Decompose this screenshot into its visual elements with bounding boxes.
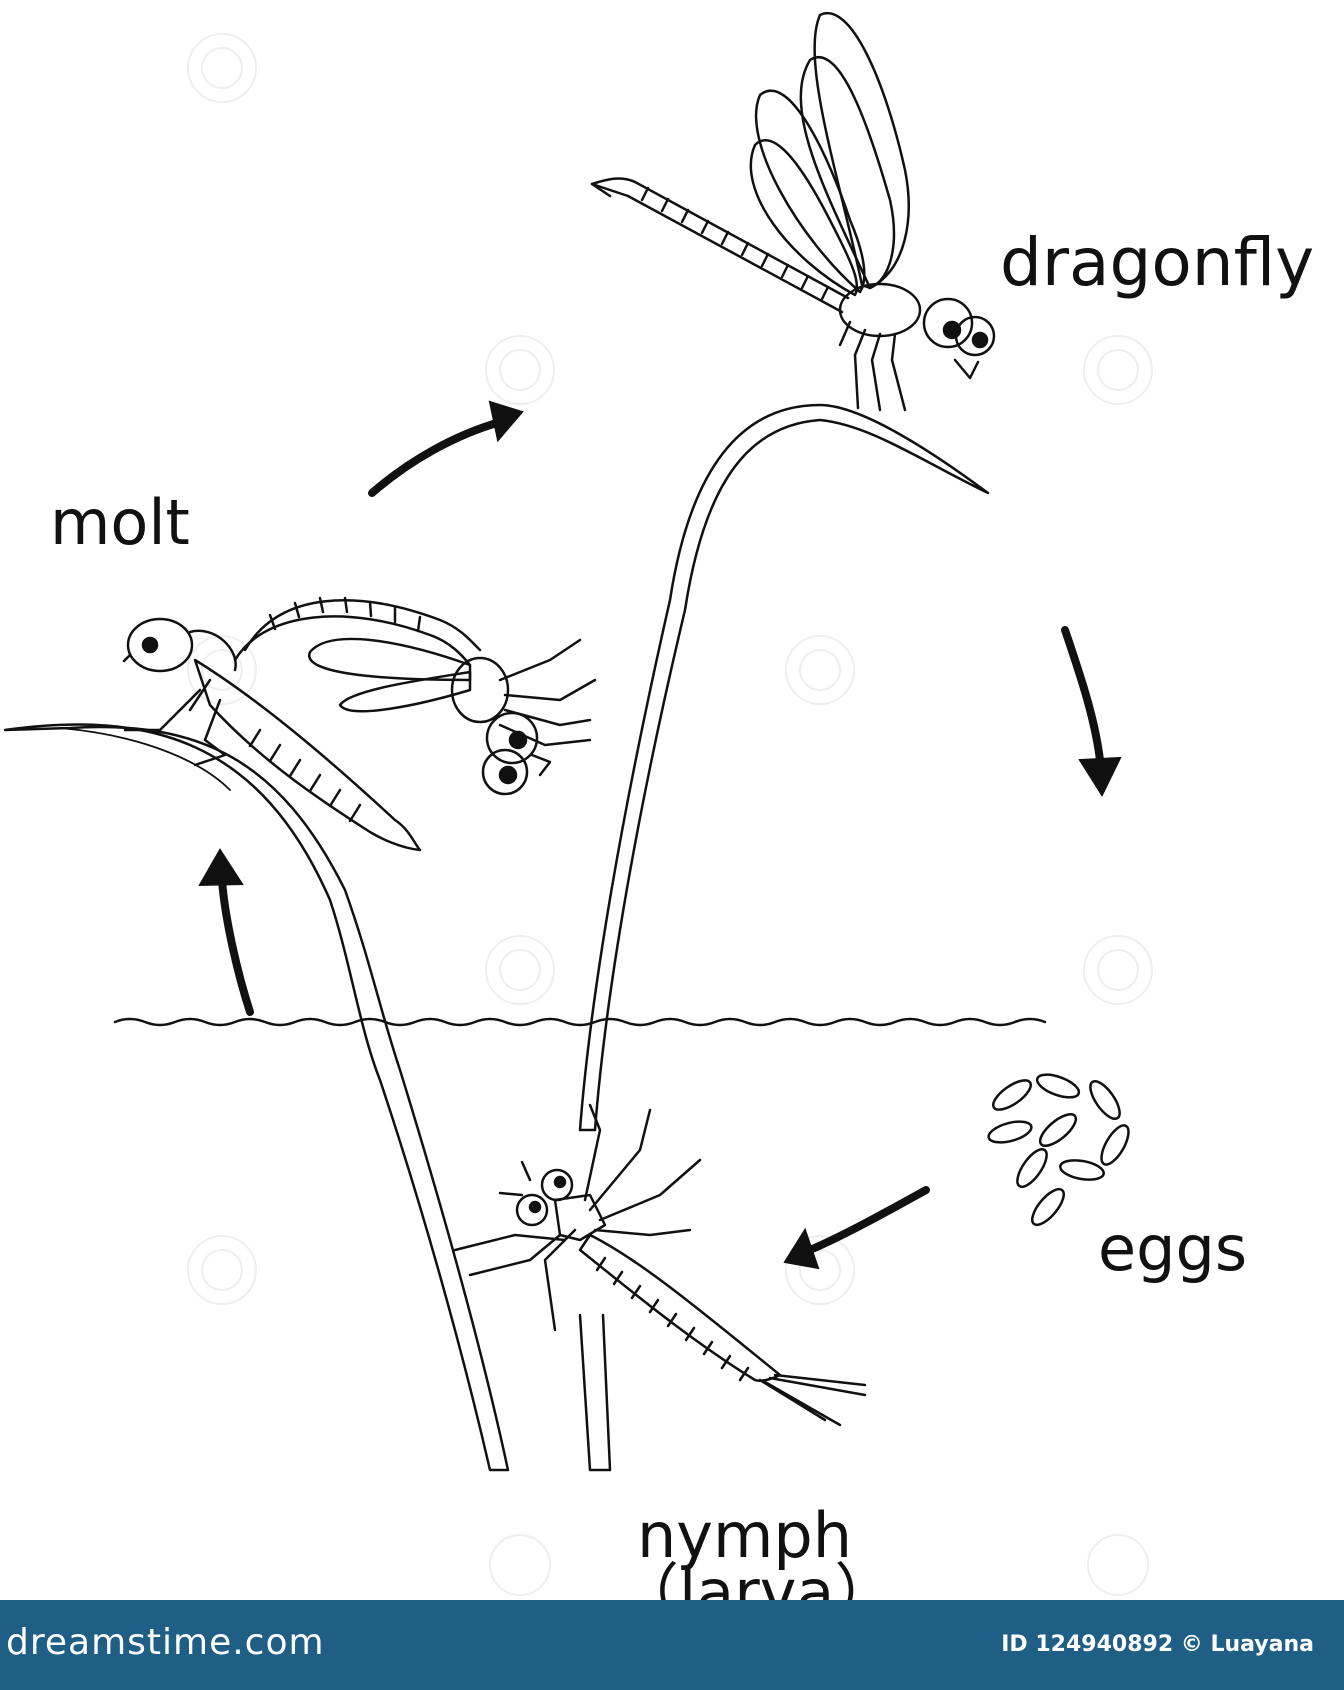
arrow-icon: [1065, 630, 1120, 795]
label-molt: molt: [50, 492, 190, 554]
dragonfly-icon: [592, 13, 994, 410]
footer-image-id: ID 124940892 © Luayana: [1001, 1632, 1314, 1657]
label-eggs: eggs: [1098, 1218, 1247, 1280]
stock-footer-bar: dreamstime.com ID 124940892 © Luayana: [0, 1600, 1344, 1690]
label-dragonfly: dragonfly: [1000, 230, 1314, 296]
cycle-arrows: [200, 402, 1120, 1268]
arrow-icon: [372, 402, 522, 493]
water-surface: [115, 1019, 1045, 1025]
eggs-icon: [986, 1070, 1133, 1230]
molting-dragonfly-icon: [124, 598, 595, 850]
left-stem: [5, 725, 508, 1470]
center-stem: [580, 405, 988, 1130]
arrow-icon: [785, 1190, 926, 1268]
arrow-icon: [200, 850, 250, 1012]
footer-brand: dreamstime.com: [6, 1622, 325, 1663]
center-stem-lower: [580, 1315, 610, 1470]
